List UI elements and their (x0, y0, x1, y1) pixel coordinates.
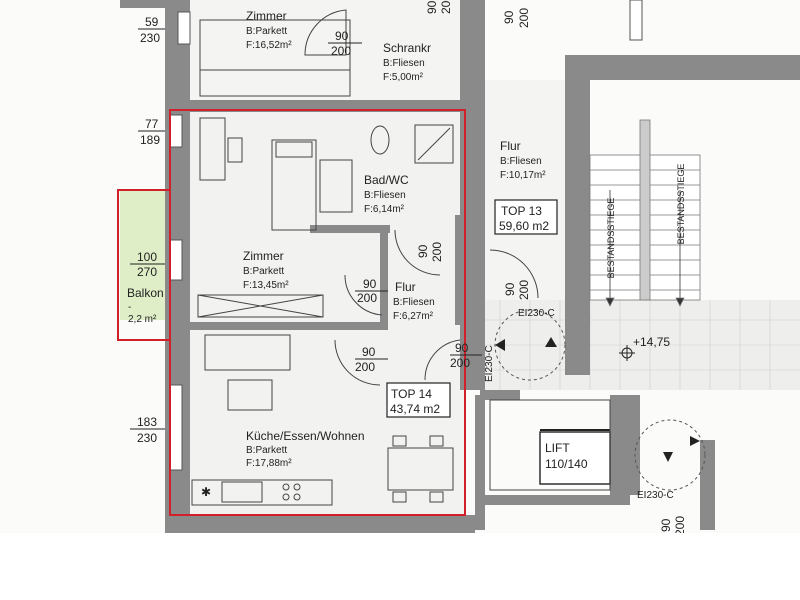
window-width: 59 (145, 15, 159, 29)
room-floor: B:Fliesen (500, 156, 542, 167)
room-floor: B:Fliesen (383, 58, 425, 69)
arrow-icon (495, 339, 505, 351)
level-marker (619, 345, 635, 361)
arrow-icon (545, 337, 557, 347)
door-height: 200 (331, 44, 351, 58)
door-height: 200 (439, 0, 453, 14)
stair-label-left: BESTANDSSTIEGE (606, 198, 616, 279)
lift-size: 110/140 (545, 457, 588, 471)
door-swings (304, 9, 539, 386)
window-height: 270 (137, 265, 157, 279)
room-area: 2,2 m² (128, 314, 157, 325)
door-height: 200 (355, 360, 375, 374)
room-area: F:5,00m² (383, 72, 424, 83)
fire-door-label-c: EI230-C (637, 490, 674, 501)
door-height: 200 (673, 516, 687, 536)
room-floor: B:Parkett (243, 266, 284, 277)
door-height: 200 (430, 242, 444, 262)
door-height: 200 (357, 291, 377, 305)
room-area: F:17,88m² (246, 458, 292, 469)
unit-name: TOP 14 (391, 387, 432, 401)
room-name: Schrankr (383, 41, 431, 55)
balkon-area (120, 190, 167, 320)
room-floor: B:Parkett (246, 26, 287, 37)
room-floor: B:Fliesen (393, 297, 435, 308)
door-width: 90 (416, 244, 430, 258)
room-floor: B:Parkett (246, 445, 287, 456)
door-width: 90 (362, 345, 376, 359)
arrow-icon (663, 452, 673, 462)
unit-name: TOP 13 (501, 204, 542, 218)
room-name: Bad/WC (364, 173, 409, 187)
door-width: 90 (455, 341, 469, 355)
hob-icon (282, 483, 301, 501)
lift-name: LIFT (545, 441, 570, 455)
door-height: 200 (450, 356, 470, 370)
stair-label-right: BESTANDSSTIEGE (676, 164, 686, 245)
room-name: Flur (500, 139, 521, 153)
room-dash: - (128, 302, 131, 313)
bottom-margin (0, 533, 800, 600)
room-name: Zimmer (243, 249, 284, 263)
room-area: F:10,17m² (500, 170, 546, 181)
door-width: 90 (363, 277, 377, 291)
room-name: Zimmer (246, 9, 287, 23)
balkon-outline (117, 189, 170, 341)
top14-box (386, 382, 451, 418)
stairs (589, 119, 701, 307)
door-width: 90 (659, 518, 673, 532)
fire-door-label-a: EI230-C (518, 308, 555, 319)
window-width: 77 (145, 117, 159, 131)
room-name: Küche/Essen/Wohnen (246, 429, 365, 443)
furniture (191, 19, 611, 506)
room-name: Flur (395, 280, 416, 294)
door-height: 200 (517, 280, 531, 300)
door-width: 90 (503, 282, 517, 296)
room-area: F:13,45m² (243, 280, 289, 291)
arrow-icon (690, 436, 700, 446)
window-width: 183 (137, 415, 157, 429)
window-height: 230 (137, 431, 157, 445)
door-height: 200 (517, 8, 531, 28)
stove-icon: ✱ (201, 485, 211, 499)
top13-box (494, 199, 558, 235)
fire-door-label-b: EI230-C (484, 345, 495, 382)
window-width: 100 (137, 250, 157, 264)
room-name: Balkon (127, 286, 164, 300)
door-width: 90 (425, 0, 439, 14)
unit-area: 43,74 m2 (390, 402, 440, 416)
room-floor: B:Fliesen (364, 190, 406, 201)
window-height: 189 (140, 133, 160, 147)
window-frames (169, 0, 643, 471)
fire-door-circle-b (634, 419, 706, 491)
room-area: F:16,52m² (246, 40, 292, 51)
window-height: 230 (140, 31, 160, 45)
door-width: 90 (335, 29, 349, 43)
room-area: F:6,27m² (393, 311, 434, 322)
top14-outline (169, 109, 466, 516)
unit-area: 59,60 m2 (499, 219, 549, 233)
door-width: 90 (502, 10, 516, 24)
level-value: +14,75 (633, 335, 670, 349)
room-area: F:6,14m² (364, 204, 405, 215)
